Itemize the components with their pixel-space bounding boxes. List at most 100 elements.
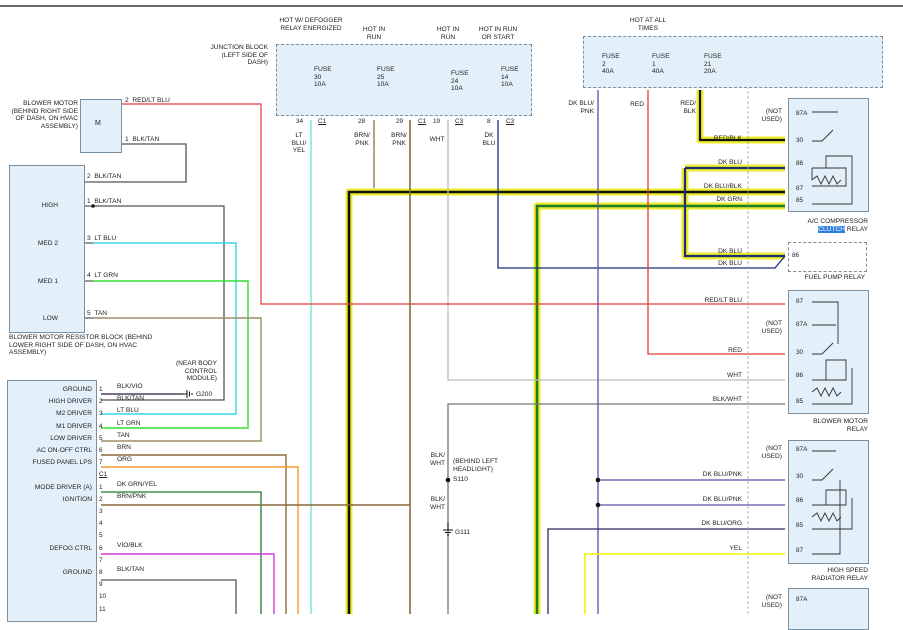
splice-dot [595, 477, 601, 483]
bottom-pin-87a: 87A [796, 596, 808, 603]
module-row-wire: ORG [117, 456, 133, 464]
hs-relay-name: HIGH SPEED RADIATOR RELAY [811, 567, 868, 582]
ac-wire-dk-blu-blk: DK BLU/BLK [703, 183, 742, 190]
hot-label-all-times: HOT AT ALL TIMES [629, 17, 667, 32]
power-distribution-box [583, 36, 883, 88]
ac-pin-87a: 87A [796, 110, 808, 117]
dk-blu-fuel-wire [497, 120, 786, 269]
blower-wire-red: RED [728, 347, 742, 354]
module-row-pin: 6 [99, 447, 103, 454]
jb-pin: 8 [487, 118, 491, 125]
module-row-pin: 5 [99, 434, 103, 442]
module-row-label: LOW DRIVER [50, 434, 92, 442]
module-row-label: DEFOG CTRL [49, 544, 93, 552]
hs-wire-dk-blu-org: DK BLU/ORG [701, 520, 742, 527]
module-row-pin: 11 [99, 605, 106, 613]
module-row-wire: LT BLU [117, 407, 139, 415]
module-row-pin: 6 [99, 544, 103, 552]
splice-dot [595, 502, 601, 508]
hs-wire-dk-blu-pnk-1: DK BLU/PNK [702, 471, 742, 478]
module-row-label: M1 DRIVER [56, 422, 92, 430]
ac-wire-dk-blu: DK BLU [718, 159, 742, 166]
wiring-diagram [0, 5, 903, 614]
module-row-label: GROUND [62, 569, 92, 576]
module-row-pin: 5 [99, 532, 103, 540]
module-row-wire: VIO/BLK [117, 541, 143, 549]
module-row-label: GROUND [62, 386, 92, 393]
blk-wht-label-1: BLK/ WHT [429, 452, 445, 467]
jb-pin: 19 [433, 118, 441, 125]
module-row-label: AC ON-OFF CTRL [36, 447, 92, 454]
dk-grn-yel-wire [101, 491, 262, 614]
ac-pin-30: 30 [796, 137, 804, 144]
resistor-tap-med2: MED 2 [37, 240, 58, 247]
fuel-wire-dk-blu-1: DK BLU [718, 248, 742, 255]
resistor-pin-5: 5 TAN [87, 310, 108, 317]
dk-blu-blk-wire [347, 190, 785, 614]
hs-relay-not-used: (NOT USED) [761, 445, 782, 460]
wire-label-dk-blu: DK BLU [482, 132, 496, 147]
blower-pin-87a: 87A [796, 321, 808, 328]
ac-pin-85: 85 [796, 197, 804, 204]
splice-s110: S110 [453, 476, 468, 483]
module-row-pin: 9 [99, 581, 103, 589]
jb-connector: C1 [318, 118, 327, 125]
blower-pin-86: 86 [796, 372, 804, 379]
module-row-label: FUSED PANEL LPS [32, 459, 92, 467]
module-row-pin: 1 [99, 483, 103, 491]
blk-tan-resistor-wire [93, 205, 225, 401]
resistor-pin-3: 3 LT BLU [87, 235, 117, 242]
hs-wire-dk-blu-pnk-2: DK BLU/PNK [702, 496, 742, 503]
blower-wire-red-lt-blu: RED/LT BLU [704, 297, 743, 304]
wire-label-brn-pnk-1: BRN/ PNK [354, 132, 370, 147]
module-row-pin: 2 [99, 398, 103, 406]
dk-grn-wire [535, 204, 785, 614]
blower-relay-name: BLOWER MOTOR RELAY [813, 418, 868, 433]
module-row-wire: BLK/TAN [117, 566, 144, 573]
jb-pin: 29 [396, 118, 404, 125]
junction-block-label: JUNCTION BLOCK (LEFT SIDE OF DASH) [210, 44, 268, 67]
ac-wire-dk-grn: DK GRN [716, 196, 742, 203]
hs-wire-yel: YEL [729, 545, 742, 552]
ac-pin-87: 87 [796, 185, 804, 192]
fuel-pump-relay [788, 242, 867, 272]
red-lt-blu-wire [122, 103, 785, 305]
resistor-block-label: BLOWER MOTOR RESISTOR BLOCK (BEHIND LOWE… [9, 334, 153, 357]
motor-pin-1: 1 BLK/TAN [125, 136, 160, 143]
red-wire [647, 90, 785, 355]
bottom-relay-not-used: (NOT USED) [761, 594, 782, 609]
fuel-pin-86: 86 [792, 252, 800, 259]
hs-pin-85: 85 [796, 522, 804, 529]
module-row-pin: 3 [99, 410, 103, 418]
wire-label-red-blk: RED/ BLK [680, 100, 696, 115]
jb-connector: C3 [506, 118, 515, 125]
lt-blu-wire [93, 242, 237, 415]
ground-g200-label: G200 [196, 391, 213, 398]
blk-tan-ground-wire [101, 579, 237, 614]
splice-note: (BEHIND LEFT HEADLIGHT) [453, 458, 498, 473]
module-row-wire: BLK/VIO [117, 383, 143, 390]
hs-pin-87: 87 [796, 547, 804, 554]
ac-wire-red-blk: RED/BLK [713, 135, 742, 142]
resistor-block [9, 165, 85, 333]
blk-wht-label-2: BLK/ WHT [429, 496, 445, 511]
blower-pin-87: 87 [796, 298, 804, 305]
module-row-label: HIGH DRIVER [48, 398, 92, 406]
wire-label-dk-blu-pnk: DK BLU/ PNK [568, 100, 594, 115]
blower-motor-label: BLOWER MOTOR (BEHIND RIGHT SIDE OF DASH,… [11, 100, 78, 130]
blower-pin-85: 85 [796, 398, 804, 405]
ground-symbol-g111 [443, 522, 453, 536]
fuel-wire-dk-blu-2: DK BLU [718, 260, 742, 267]
module-row-wire: DK GRN/YEL [117, 480, 157, 488]
module-row-label: MODE DRIVER (A) [34, 483, 92, 491]
junction-block [276, 44, 532, 116]
module-row-wire: BLK/TAN [117, 395, 144, 403]
wire-label-lt-blu-yel: LT BLU/ YEL [291, 132, 307, 155]
blower-motor-box [80, 99, 122, 153]
tan-wire [93, 317, 262, 442]
